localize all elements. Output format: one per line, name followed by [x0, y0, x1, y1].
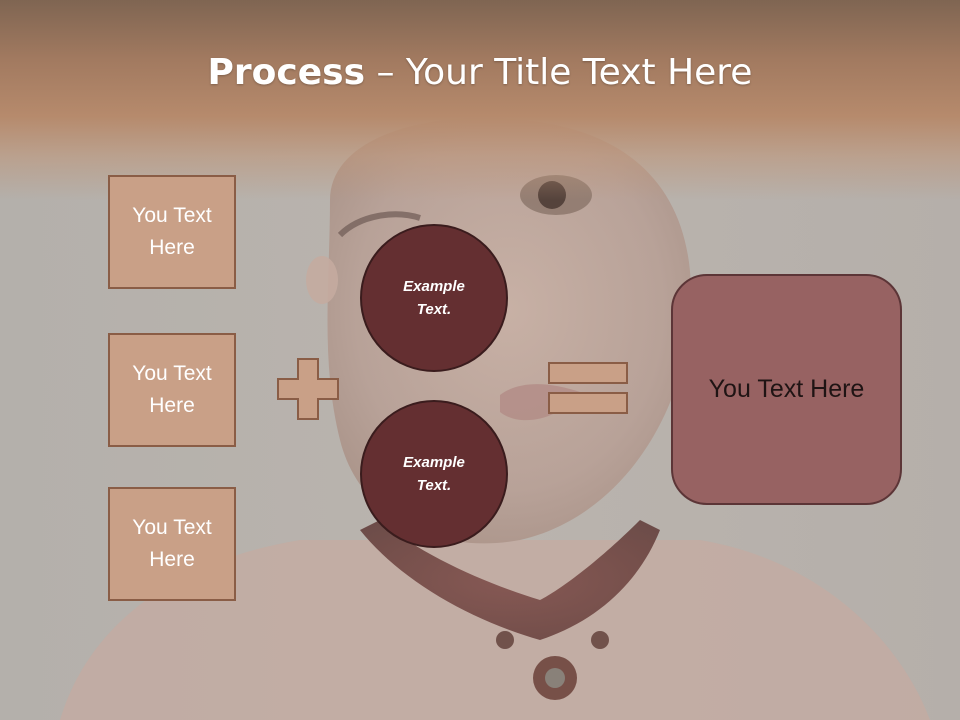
- plus-icon: [277, 358, 339, 420]
- title-bold: Process: [207, 52, 366, 93]
- example-circle-1[interactable]: Example Text.: [360, 224, 508, 372]
- title-band: [0, 0, 960, 200]
- example-circle-1-label: Example Text.: [403, 278, 465, 318]
- title-rest: Your Title Text Here: [405, 52, 753, 93]
- text-box-3-label: You Text Here: [132, 516, 212, 571]
- text-box-2[interactable]: You Text Here: [108, 333, 236, 447]
- text-box-1-label: You Text Here: [132, 204, 212, 259]
- text-box-3[interactable]: You Text Here: [108, 487, 236, 601]
- example-circle-2-label: Example Text.: [403, 454, 465, 494]
- title-dash: –: [365, 52, 406, 93]
- result-box[interactable]: You Text Here: [671, 274, 902, 505]
- text-box-1[interactable]: You Text Here: [108, 175, 236, 289]
- equals-icon: [548, 362, 628, 414]
- result-box-label: You Text Here: [708, 375, 865, 403]
- slide-title: Process – Your Title Text Here: [0, 52, 960, 93]
- text-box-2-label: You Text Here: [132, 362, 212, 417]
- example-circle-2[interactable]: Example Text.: [360, 400, 508, 548]
